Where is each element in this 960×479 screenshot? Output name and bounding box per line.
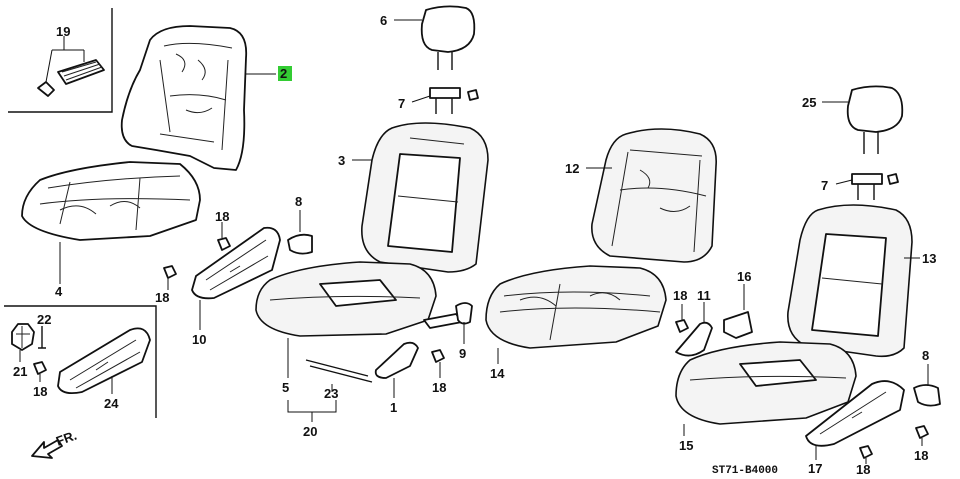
part-22-pin <box>38 326 46 349</box>
callout-7a: 7 <box>398 96 405 111</box>
front-direction-arrow: FR. <box>31 428 79 459</box>
callout-18c: 18 <box>432 380 446 395</box>
part-11-bracket <box>675 302 713 357</box>
part-24-recliner <box>57 327 151 395</box>
part-1-lever <box>374 341 419 398</box>
inset-frame-top <box>8 8 113 113</box>
callout-12: 12 <box>565 161 579 176</box>
part-14-cushion <box>485 265 667 364</box>
callout-23: 23 <box>324 386 338 401</box>
callout-4: 4 <box>55 284 63 299</box>
callout-18g: 18 <box>33 384 47 399</box>
callout-10: 10 <box>192 332 206 347</box>
front-direction-label: FR. <box>54 428 79 449</box>
callout-19: 19 <box>56 24 70 39</box>
part-25-headrest <box>822 85 904 154</box>
callout-9: 9 <box>459 346 466 361</box>
screw-18e <box>859 445 873 464</box>
callout-17: 17 <box>808 461 822 476</box>
screw-18a <box>217 222 231 251</box>
callout-18d: 18 <box>673 288 687 303</box>
part-9-knob <box>423 302 473 344</box>
part-7a-guides <box>411 87 479 114</box>
part-10-side-cover <box>191 226 281 330</box>
callout-11: 11 <box>697 288 711 303</box>
screw-18b <box>163 265 177 290</box>
part-8b-knob <box>913 364 941 407</box>
callout-20: 20 <box>303 424 317 439</box>
callout-18a: 18 <box>215 209 229 224</box>
part-2-seatback-cover <box>120 25 292 171</box>
part-7b-guides <box>835 173 899 200</box>
part-6-headrest <box>394 5 476 70</box>
part-5-cushion <box>255 261 437 378</box>
callout-16: 16 <box>737 269 751 284</box>
callout-8a: 8 <box>295 194 302 209</box>
part-16-bracket <box>723 284 753 339</box>
screw-18c <box>431 349 445 378</box>
screw-18d <box>675 304 689 333</box>
part-8a-knob <box>287 210 313 255</box>
callout-18e: 18 <box>856 462 870 477</box>
callout-5: 5 <box>282 380 289 395</box>
part-17-side-cover <box>805 380 905 460</box>
callout-21: 21 <box>13 364 27 379</box>
inset-frame-bottom <box>4 305 157 418</box>
callout-1: 1 <box>390 400 397 415</box>
part-23-wire <box>287 359 373 422</box>
part-4-cushion-cover <box>21 161 201 284</box>
callout-14: 14 <box>490 366 505 381</box>
part-12-seatback <box>586 128 717 263</box>
part-19-clips <box>37 36 105 97</box>
callout-24: 24 <box>104 396 119 411</box>
callout-2: 2 <box>280 66 287 81</box>
part-13-seatback <box>787 204 920 358</box>
callout-18f: 18 <box>914 448 928 463</box>
screw-18g <box>33 361 47 382</box>
callout-18b: 18 <box>155 290 169 305</box>
callout-7b: 7 <box>821 178 828 193</box>
callout-13: 13 <box>922 251 936 266</box>
callout-6: 6 <box>380 13 387 28</box>
part-15-cushion <box>675 341 857 436</box>
part-3-seatback <box>352 122 489 273</box>
callout-22: 22 <box>37 312 51 327</box>
callout-3: 3 <box>338 153 345 168</box>
part-21-knob <box>11 323 35 362</box>
callout-8b: 8 <box>922 348 929 363</box>
callout-15: 15 <box>679 438 693 453</box>
diagram-code: ST71-B4000 <box>712 465 778 477</box>
callout-25: 25 <box>802 95 816 110</box>
screw-18f <box>915 425 929 446</box>
